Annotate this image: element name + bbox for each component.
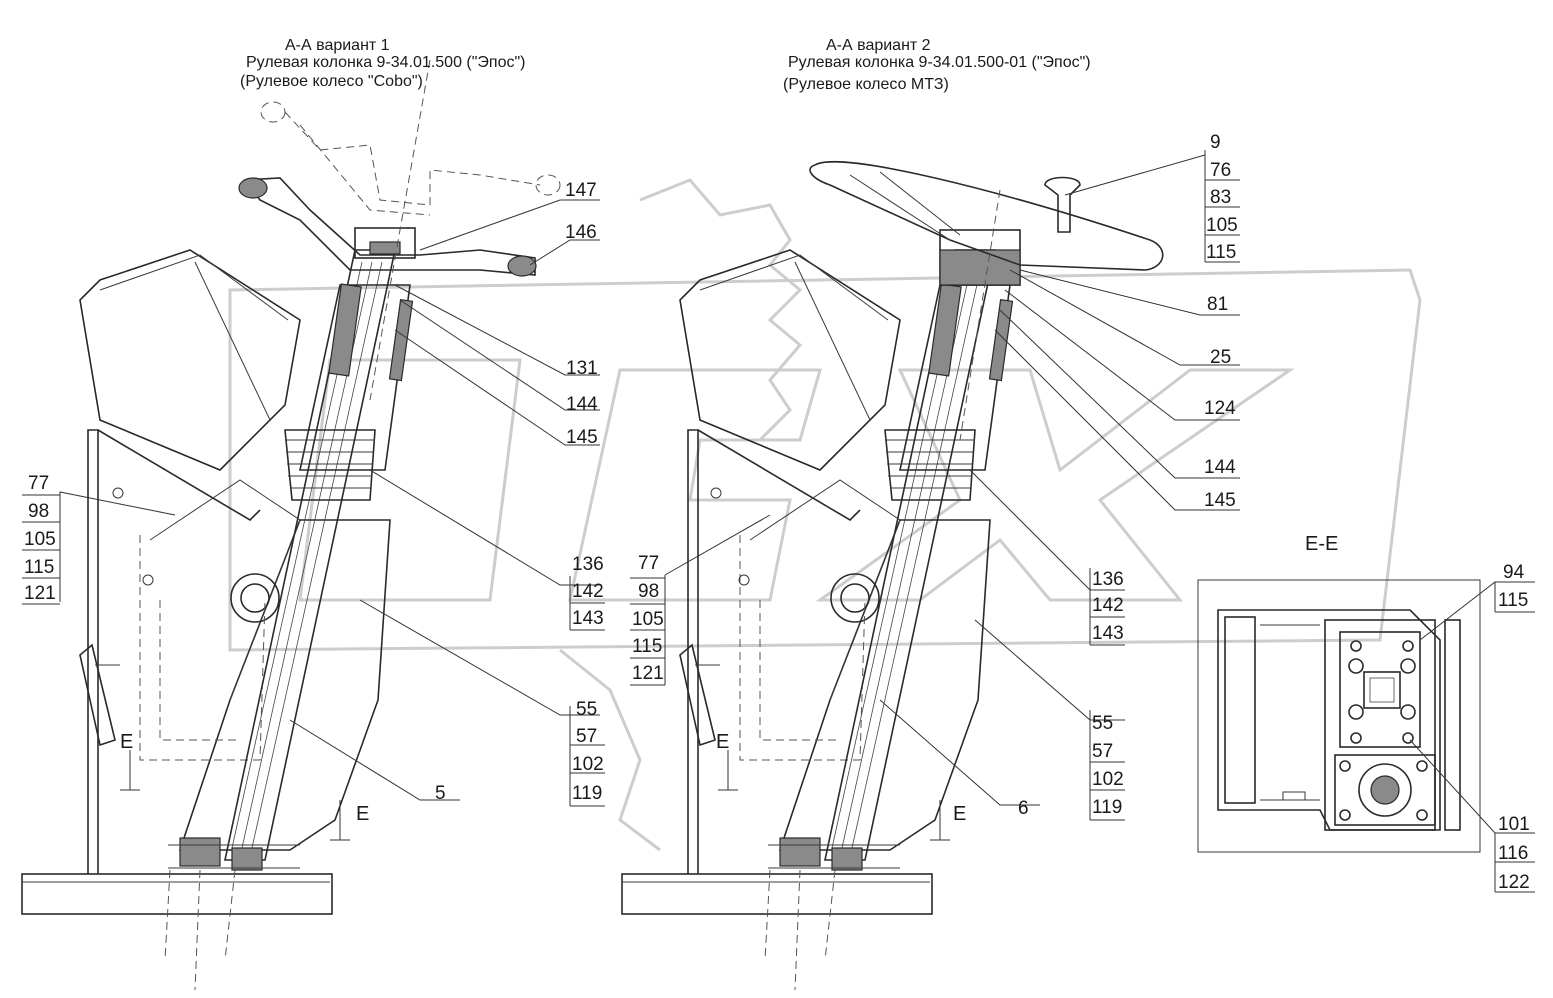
watermark-logo: [228, 178, 1422, 852]
v2-wheel-title: (Рулевое колесо МТЗ): [783, 76, 949, 93]
cut-label-e: E: [120, 731, 133, 753]
floor-plate-1: [21, 873, 333, 915]
label-124: 124: [1204, 398, 1236, 419]
label-142: 142: [572, 581, 604, 602]
label-105: 105: [1206, 215, 1238, 236]
label-144: 144: [1204, 457, 1236, 478]
label-83: 83: [1210, 187, 1231, 208]
label-144: 144: [566, 394, 598, 415]
view-1-part-labels: 147 146 131 144 145 136 142 143 55 57 10…: [24, 180, 604, 825]
v2-section-title: А-А вариант 2: [826, 37, 931, 54]
label-136: 136: [572, 554, 604, 575]
view-ee-section: [1197, 579, 1481, 853]
floor-plate-2: [621, 873, 933, 915]
dashboard-housing-2: [679, 249, 901, 471]
label-6: 6: [1018, 798, 1029, 819]
label-101: 101: [1498, 814, 1530, 835]
label-9: 9: [1210, 132, 1221, 153]
label-121: 121: [632, 663, 664, 684]
ee-section-title: Е-Е: [1305, 533, 1338, 555]
label-55: 55: [576, 699, 597, 720]
leader-lines: [22, 150, 1535, 893]
label-115: 115: [1206, 242, 1236, 263]
label-143: 143: [572, 608, 604, 629]
bellows-1: [284, 429, 376, 501]
label-122: 122: [1498, 872, 1530, 893]
label-102: 102: [572, 754, 604, 775]
view-ee-part-labels: 94 115 101 116 122: [1498, 562, 1530, 893]
cut-label-e: E: [716, 731, 729, 753]
view-1-steering-column: [21, 59, 561, 991]
label-77: 77: [28, 473, 49, 494]
label-119: 119: [572, 783, 602, 804]
label-143: 143: [1092, 623, 1124, 644]
view-2-steering-column: [621, 161, 1164, 991]
label-119: 119: [1092, 797, 1122, 818]
label-147: 147: [565, 180, 597, 201]
label-115: 115: [1498, 590, 1528, 611]
label-102: 102: [1092, 769, 1124, 790]
cut-label-e: E: [356, 803, 369, 825]
label-25: 25: [1210, 347, 1231, 368]
steering-wheel-cobo: [243, 177, 536, 276]
spinner-knob: [1044, 176, 1081, 233]
column-housing-2: [778, 519, 991, 851]
column-housing-1: [178, 519, 391, 851]
label-5: 5: [435, 783, 446, 804]
label-142: 142: [1092, 595, 1124, 616]
label-145: 145: [566, 427, 598, 448]
v2-column-title: Рулевая колонка 9-34.01.500-01 ("Эпос"): [788, 54, 1091, 71]
titles: А-А вариант 1 Рулевая колонка 9-34.01.50…: [240, 37, 1338, 555]
cut-label-e: E: [953, 803, 966, 825]
label-98: 98: [28, 501, 49, 522]
label-115: 115: [24, 557, 54, 578]
label-57: 57: [1092, 741, 1113, 762]
label-77: 77: [638, 553, 659, 574]
v1-column-title: Рулевая колонка 9-34.01.500 ("Эпос"): [246, 54, 525, 71]
label-57: 57: [576, 726, 597, 747]
label-136: 136: [1092, 569, 1124, 590]
label-105: 105: [24, 529, 56, 550]
label-115: 115: [632, 636, 662, 657]
label-55: 55: [1092, 713, 1113, 734]
view-2-part-labels: 9 76 83 105 115 81 25 124 144 145 136 14…: [632, 132, 1238, 825]
v1-section-title: А-А вариант 1: [285, 37, 390, 54]
steering-wheel-mtz: [809, 161, 1164, 271]
label-105: 105: [632, 609, 664, 630]
dashboard-housing-1: [79, 249, 301, 471]
label-116: 116: [1498, 843, 1528, 864]
label-94: 94: [1503, 562, 1525, 583]
label-81: 81: [1207, 294, 1228, 315]
bellows-2: [884, 429, 976, 501]
steering-shaft-2: [824, 249, 996, 861]
label-76: 76: [1210, 160, 1231, 181]
v1-wheel-title: (Рулевое колесо "Cobo"): [240, 73, 423, 90]
label-146: 146: [565, 222, 597, 243]
label-121: 121: [24, 583, 56, 604]
label-98: 98: [638, 581, 659, 602]
label-131: 131: [566, 358, 598, 379]
label-145: 145: [1204, 490, 1236, 511]
